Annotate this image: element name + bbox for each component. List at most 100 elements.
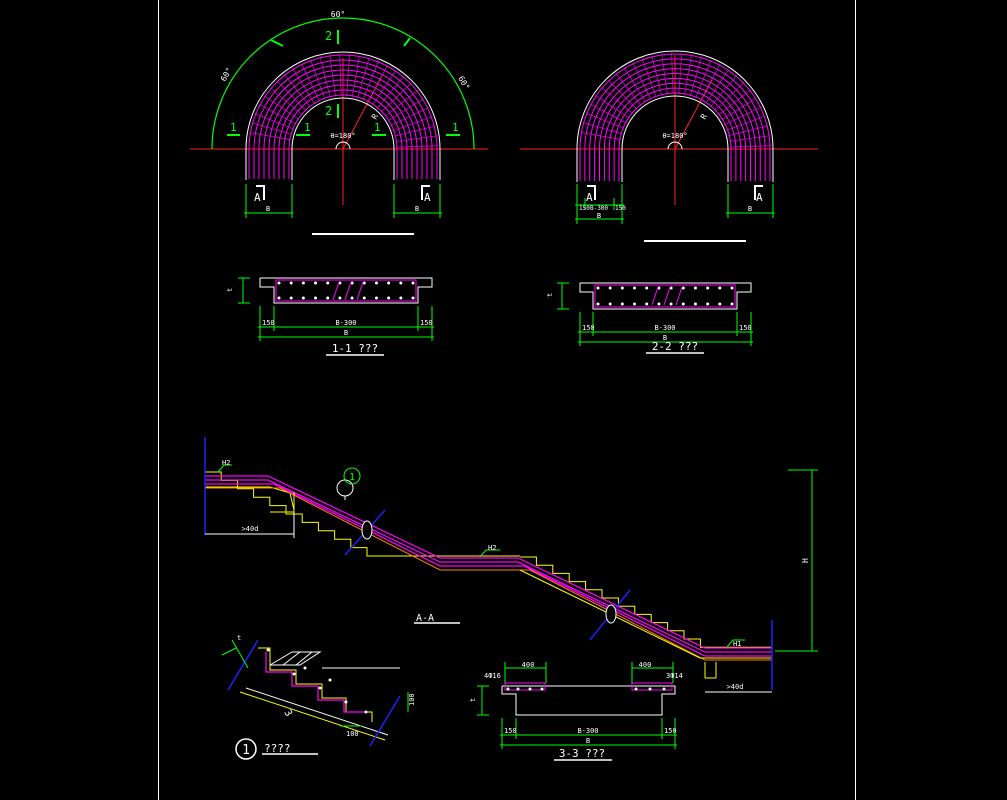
rebar-dot: [387, 296, 391, 300]
radial-rebar: [372, 70, 397, 106]
plan1-section-a-left: A: [254, 191, 261, 204]
section33-rebar-dots: [506, 687, 666, 691]
radial-rebar: [726, 115, 766, 131]
plan1-section-a-left-marker: [256, 185, 265, 200]
arc-rebar: [589, 63, 761, 150]
rebar-dot: [399, 296, 403, 300]
rebar-dot: [338, 296, 342, 300]
plan2-section-a-left-marker: [587, 185, 596, 200]
radial-rebar: [357, 57, 370, 99]
section22-dim-b300: B-300: [654, 324, 675, 332]
rebar-line-3: [205, 483, 772, 657]
radial-rebar: [362, 60, 379, 100]
rebar-dot: [277, 296, 281, 300]
rebar-dot: [411, 281, 415, 285]
plan2-dim-b-right: B: [748, 205, 752, 213]
rebar-dot: [362, 296, 366, 300]
radial-rebar: [705, 69, 729, 104]
radial-rebar: [615, 73, 642, 106]
radial-rebar: [394, 125, 436, 137]
level-mark-bottom: [726, 639, 745, 648]
radial-rebar: [729, 135, 771, 142]
arc-rebar: [268, 74, 418, 150]
rebar-dot: [387, 281, 391, 285]
detail1-break-line-left: [227, 639, 259, 691]
plan1-outer-edge: [245, 51, 441, 150]
plan2-radius-label: R: [699, 112, 709, 121]
rebar-dot: [657, 302, 661, 306]
plan1-section-a-right: A: [424, 191, 431, 204]
rebar-dot: [693, 302, 697, 306]
radial-rebar: [387, 98, 424, 122]
arc-stair-plan-1: 60° 60° 60° θ=180° R 1 1 1 1 2 2 A A B B: [190, 10, 488, 235]
rebar-dot: [277, 281, 281, 285]
stair-elevation-a-a: 1 H2 H2 H1 >40d >40d H A-A: [204, 437, 818, 693]
plan1-angle-dimension-arc: [211, 17, 475, 150]
radial-rebar: [678, 53, 682, 95]
plan1-section-2-top: 2: [325, 29, 332, 43]
radial-rebar: [392, 116, 433, 132]
plan1-section-1-left-inner: 1: [304, 121, 311, 134]
rebar-dot: [326, 281, 330, 285]
arc-rebar: [253, 59, 433, 150]
radial-rebar: [329, 54, 336, 97]
radial-rebar: [671, 53, 674, 95]
rebar-dot: [718, 302, 722, 306]
plan2-section-a-right-marker: [754, 185, 763, 200]
plan1-section-a-right-marker: [421, 185, 430, 200]
radial-rebar: [276, 80, 307, 112]
radial-rebar: [608, 79, 638, 110]
section33-bars-left: 4Ф16: [484, 672, 501, 680]
section33-dim-150-right: 150: [664, 727, 677, 735]
arc-rebar: [594, 68, 756, 150]
plan1-dim-b-right: B: [415, 205, 419, 213]
rebar-dot: [314, 296, 318, 300]
plan1-tick-2: [403, 37, 411, 47]
rebar-dot: [362, 281, 366, 285]
radial-rebar: [689, 56, 702, 97]
section22-dim-150-left: 150: [582, 324, 595, 332]
plan2-dim-150-right: 150: [615, 205, 626, 212]
section22-title: 2-2 ???: [652, 340, 698, 353]
radial-rebar: [695, 59, 712, 99]
detail1-dim-100-right: 100: [408, 693, 416, 706]
rebar-dot: [718, 286, 722, 290]
rebar-dot: [633, 286, 637, 290]
lower-flight-outline: [520, 556, 772, 648]
plan2-outer-edge: [576, 50, 774, 150]
rebar-dot: [645, 286, 649, 290]
radial-rebar: [729, 145, 771, 148]
radial-rebar: [346, 54, 350, 97]
radial-rebar: [310, 59, 326, 100]
arc-stair-plan-2: θ=180° R A A 150 B-300 150 B B: [520, 50, 818, 242]
detail1-callout-circle: [235, 738, 257, 760]
section11-dim-150-left: 150: [262, 319, 275, 327]
rebar-dot: [350, 296, 354, 300]
radial-rebar: [251, 122, 293, 135]
radial-rebar: [249, 132, 291, 141]
arc-rebar: [579, 53, 771, 150]
section33-dim-t: t: [469, 698, 477, 702]
plan1-dim-b-left: B: [266, 205, 270, 213]
plan2-dim-b300: B-300: [590, 205, 608, 212]
detail1-break-line-right: [369, 695, 401, 747]
radial-rebar: [728, 125, 769, 136]
arc-rebar: [248, 54, 438, 150]
rebar-dot: [706, 286, 710, 290]
arc-rebar: [258, 64, 428, 150]
radial-rebar: [684, 54, 692, 95]
rebar-dot: [730, 302, 734, 306]
rebar-dot: [301, 296, 305, 300]
arc-rebar: [273, 79, 413, 150]
rebar-dot: [608, 302, 612, 306]
level-top-label: H2: [222, 459, 230, 467]
section11-dim-b: B: [344, 329, 348, 337]
rebar-dot: [645, 302, 649, 306]
section11-dim-b300: B-300: [335, 319, 356, 327]
radial-rebar: [380, 82, 412, 113]
detail-callout-number: 1: [349, 472, 355, 483]
radial-rebar: [714, 82, 745, 112]
rebar-dot: [681, 286, 685, 290]
section33-bars-right: 3Ф14: [666, 672, 683, 680]
